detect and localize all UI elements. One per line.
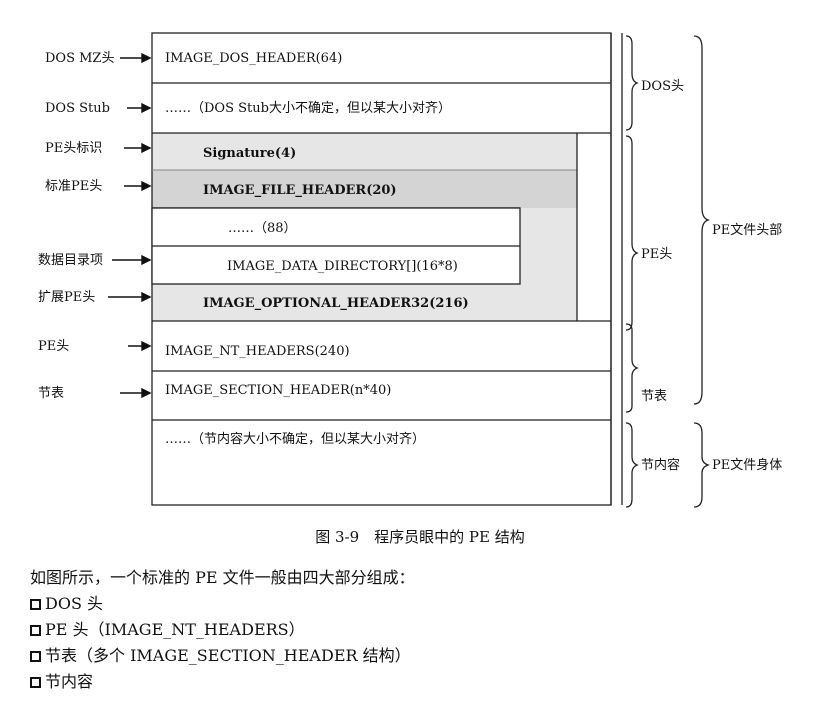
box-dos-stub: ……（DOS Stub大小不确定，但以某大小对齐） [165, 100, 451, 116]
right-braces [625, 35, 711, 508]
label-file-header: 标准PE头 [45, 179, 102, 194]
checkbox-bullet-icon [30, 677, 41, 688]
right-labels: DOS头 PE头 节表 节内容 PE文件头部 PE文件身体 [641, 79, 782, 473]
label-section-table-right: 节表 [641, 389, 667, 404]
intro-paragraph: 如图所示，一个标准的 PE 文件一般由四大部分组成： [30, 568, 415, 587]
box-opt-rest: ……（88） [228, 221, 297, 236]
label-pe-file-header: PE文件头部 [712, 223, 782, 238]
figure-caption: 图 3-9 程序员眼中的 PE 结构 [315, 528, 525, 546]
label-dos-mz: DOS MZ头 [45, 51, 114, 66]
checkbox-bullet-icon [30, 625, 41, 636]
left-labels: DOS MZ头 DOS Stub PE头标识 标准PE头 数据目录项 扩展PE头… [38, 51, 114, 401]
box-signature: Signature(4) [203, 146, 296, 161]
label-dos-section: DOS头 [641, 79, 684, 94]
list-item: PE 头（IMAGE_NT_HEADERS） [30, 620, 305, 640]
left-arrows [108, 52, 152, 399]
label-pe-section: PE头 [641, 247, 672, 262]
label-data-dir: 数据目录项 [38, 253, 103, 268]
file-header-shading [152, 170, 577, 208]
list-item-text: DOS 头 [45, 594, 103, 613]
box-optional-header: IMAGE_OPTIONAL_HEADER32(216) [203, 296, 469, 311]
list-item: 节内容 [30, 672, 93, 692]
label-pe-file-body: PE文件身体 [712, 457, 782, 473]
list-item-text: 节内容 [45, 672, 94, 691]
list-item: 节表（多个 IMAGE_SECTION_HEADER 结构） [30, 646, 411, 666]
box-dos-header: IMAGE_DOS_HEADER(64) [165, 51, 342, 66]
label-pe-sig: PE头标识 [45, 141, 102, 156]
list-item-text: PE 头（IMAGE_NT_HEADERS） [45, 620, 305, 639]
box-section-content: ……（节内容大小不确定，但以某大小对齐） [165, 431, 425, 447]
list-item-text: 节表（多个 IMAGE_SECTION_HEADER 结构） [45, 646, 411, 665]
label-dos-stub: DOS Stub [45, 101, 110, 116]
box-nt-headers: IMAGE_NT_HEADERS(240) [165, 344, 350, 359]
list-item: DOS 头 [30, 594, 103, 614]
pe-structure-diagram: IMAGE_DOS_HEADER(64) ……（DOS Stub大小不确定，但以… [38, 32, 782, 508]
box-file-header: IMAGE_FILE_HEADER(20) [203, 183, 397, 198]
box-section-header: IMAGE_SECTION_HEADER(n*40) [165, 383, 391, 398]
checkbox-bullet-icon [30, 599, 41, 610]
box-data-directory: IMAGE_DATA_DIRECTORY[](16*8) [227, 259, 458, 274]
label-pe-head: PE头 [38, 339, 69, 354]
label-section-content-right: 节内容 [641, 457, 680, 473]
label-opt-header: 扩展PE头 [38, 290, 95, 305]
checkbox-bullet-icon [30, 651, 41, 662]
label-section-table: 节表 [38, 386, 64, 401]
